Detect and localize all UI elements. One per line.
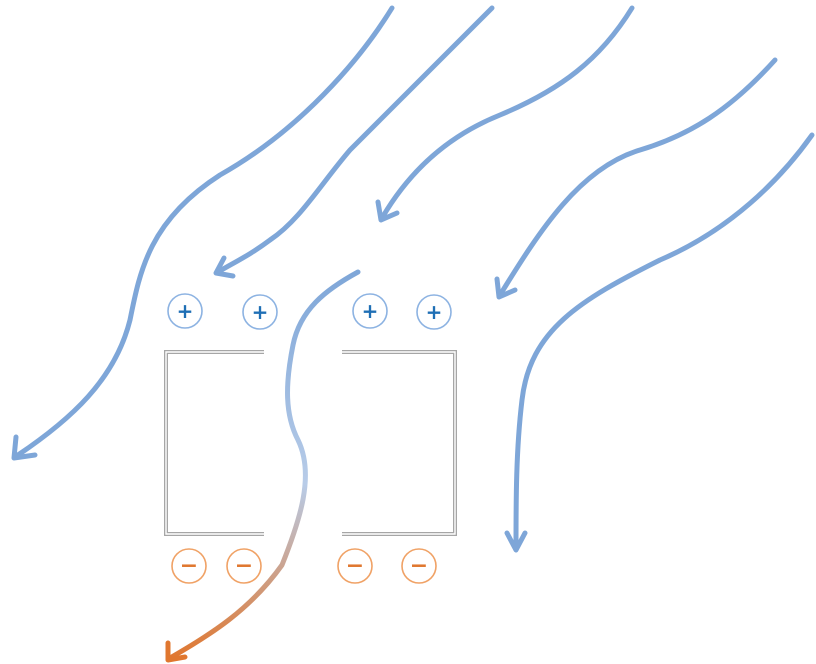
positive-charge-4: + (416, 294, 452, 330)
positive-charge-1: + (167, 293, 203, 329)
flow-lines (11, 5, 815, 663)
negative-charge-symbol: − (346, 554, 364, 579)
negative-charge-circle (337, 548, 373, 584)
negative-charge-symbol: − (180, 554, 198, 579)
plates (164, 350, 457, 536)
flow-line-5 (513, 132, 815, 551)
flow-arrow-head-4 (494, 276, 518, 300)
negative-charge-3: − (337, 548, 373, 584)
flow-line-1 (15, 5, 395, 458)
positive-charge-symbol: + (177, 299, 194, 323)
positive-charge-3: + (352, 293, 388, 329)
left-plate (164, 350, 264, 536)
flow-arrow-head-5 (504, 530, 528, 553)
positive-charge-symbol: + (362, 299, 379, 323)
negative-charge-2: − (226, 548, 262, 584)
negative-charge-symbol: − (410, 554, 428, 579)
negative-charge-circle (226, 548, 262, 584)
flow-line-3 (379, 5, 635, 221)
positive-charge-symbol: + (426, 300, 443, 324)
positive-charge-2: + (242, 294, 278, 330)
negative-charge-symbol: − (235, 554, 253, 579)
positive-charge-circle (167, 293, 203, 329)
flow-arrow-head-passing (165, 640, 188, 663)
flow-line-2 (215, 5, 495, 275)
flow-line-4 (497, 57, 778, 298)
negative-charges: −−−− (171, 548, 437, 584)
flow-arrow-head-3 (375, 199, 400, 223)
positive-charge-circle (416, 294, 452, 330)
flow-line-passing (167, 269, 361, 661)
flow-arrow-head-2 (213, 255, 236, 279)
positive-charge-symbol: + (252, 300, 269, 324)
flow-arrow-head-1 (11, 434, 38, 461)
negative-charge-circle (171, 548, 207, 584)
positive-charges: + + + + (167, 293, 452, 330)
right-plate (342, 350, 457, 536)
negative-charge-circle (401, 548, 437, 584)
positive-charge-circle (352, 293, 388, 329)
negative-charge-1: − (171, 548, 207, 584)
positive-charge-circle (242, 294, 278, 330)
negative-charge-4: − (401, 548, 437, 584)
